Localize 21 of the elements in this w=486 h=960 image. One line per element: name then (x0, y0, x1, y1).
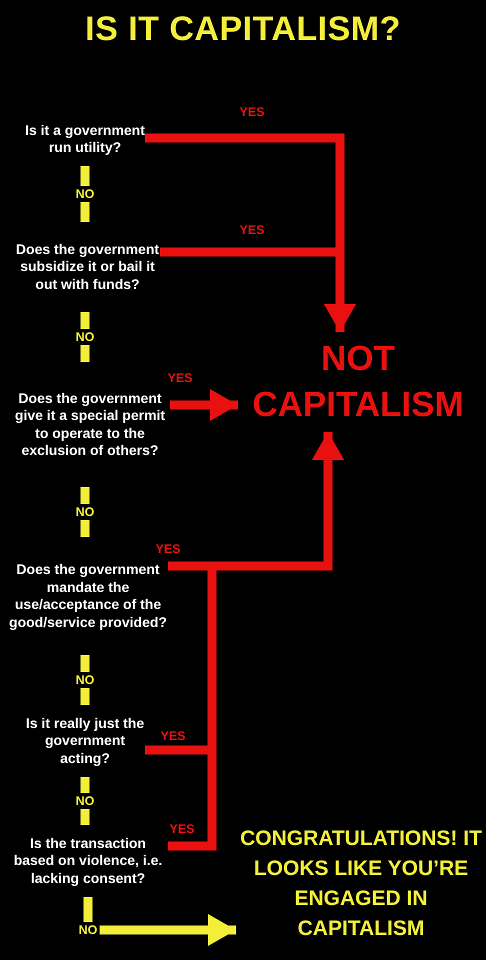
question-text: Is the transaction based on violence, i.e. lacking consent? (12, 834, 164, 888)
edge-label: NO (74, 793, 96, 809)
question-text: Does the government subsidize it or bail it out with funds? (15, 240, 160, 294)
result-text: NOT CAPITALISM (251, 338, 465, 426)
connector-line (80, 166, 90, 222)
connector-line (80, 655, 90, 705)
arrow (84, 897, 236, 946)
edge-label: NO (74, 186, 96, 202)
connector-line (80, 777, 90, 825)
edge-label: NO (74, 329, 96, 345)
connector-line (80, 312, 90, 362)
question-text: Is it really just the government acting? (25, 714, 145, 768)
question-text: Does the government mandate the use/acceptance of the good/service provided? (8, 561, 168, 631)
question-text: Is it a government run utility? (25, 122, 145, 156)
edge-label: NO (74, 504, 96, 520)
arrow (170, 389, 238, 421)
result-text: CONGRATULATIONS! IT LOOKS LIKE YOU’RE ENGAGED IN CAPITALISM (239, 826, 483, 942)
title: IS IT CAPITALISM? (84, 10, 402, 49)
edge-label: NO (74, 672, 96, 688)
question-text: Does the government give it a special permit to operate to the exclusion of others? (14, 390, 166, 460)
connector-line (80, 487, 90, 537)
